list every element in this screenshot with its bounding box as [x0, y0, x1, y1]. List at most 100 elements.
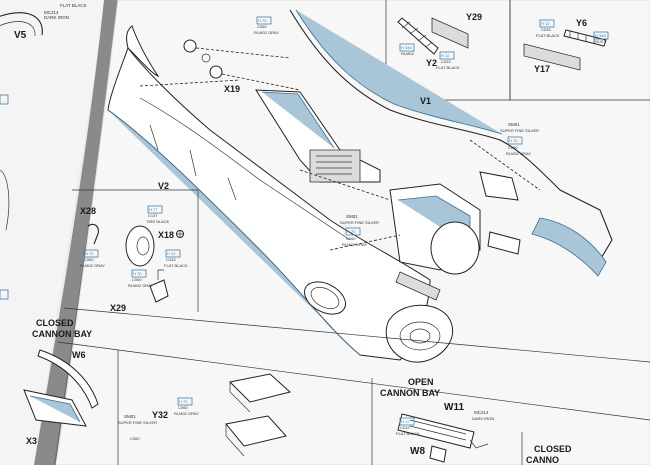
label-v1: V1 — [420, 96, 431, 106]
svg-text:X3: X3 — [26, 436, 37, 446]
svg-text:C060: C060 — [178, 405, 188, 410]
svg-text:C033: C033 — [166, 257, 176, 262]
svg-text:H 12: H 12 — [167, 251, 176, 256]
fuselage-assembly: V1 V2 X19 H 70 C060 RLM02 GRAY SM01 SUPE… — [107, 9, 613, 363]
svg-text:Y32: Y32 — [152, 410, 168, 420]
svg-text:RLM02 GRAY: RLM02 GRAY — [342, 242, 367, 247]
svg-text:CLOSED: CLOSED — [534, 444, 572, 454]
bottom-section: CLOSED CANNON BAY W6 X3 Y32 SM01 SUPER F… — [23, 307, 650, 465]
svg-text:FLAT BLACK: FLAT BLACK — [396, 431, 420, 436]
inset-wheel: X28 X18 X29 H 77 C137 TIRE BLACK H 70 C0… — [72, 189, 199, 313]
svg-text:SUPER FINE SILVER: SUPER FINE SILVER — [118, 420, 157, 425]
part-x18-wheel — [125, 225, 155, 267]
svg-text:Y6: Y6 — [576, 18, 587, 28]
svg-text:C060: C060 — [84, 257, 94, 262]
svg-text:H 70: H 70 — [258, 18, 267, 23]
part-y6 — [563, 29, 607, 47]
svg-text:CANNON BAY: CANNON BAY — [380, 388, 440, 398]
part-w8 — [429, 445, 447, 463]
svg-text:FLAT BLACK: FLAT BLACK — [536, 33, 560, 38]
svg-text:SUPER FINE SILVER: SUPER FINE SILVER — [340, 220, 379, 225]
svg-text:H 70: H 70 — [509, 138, 518, 143]
svg-text:C060: C060 — [508, 145, 518, 150]
gutter-shadow — [34, 0, 118, 465]
svg-text:Y29: Y29 — [466, 12, 482, 22]
part-y32b — [225, 415, 287, 447]
svg-text:C033: C033 — [441, 59, 451, 64]
svg-text:H 70: H 70 — [85, 251, 94, 256]
wing-root-opening — [303, 281, 347, 315]
svg-text:CANNON BAY: CANNON BAY — [32, 329, 92, 339]
svg-text:RUST: RUST — [595, 39, 606, 44]
svg-text:Y2: Y2 — [426, 58, 437, 68]
svg-text:C060: C060 — [346, 236, 356, 241]
svg-text:H 12: H 12 — [441, 53, 450, 58]
svg-text:DARK IRON: DARK IRON — [44, 15, 69, 20]
nose-cowling — [385, 304, 454, 363]
part-w11 — [397, 413, 475, 449]
left-ring-part — [0, 169, 10, 231]
svg-text:H 70: H 70 — [133, 271, 142, 276]
svg-text:C033: C033 — [400, 425, 410, 430]
svg-text:FLAT BLACK: FLAT BLACK — [60, 3, 87, 8]
svg-text:MC214: MC214 — [44, 10, 59, 15]
svg-text:C060: C060 — [257, 24, 267, 29]
part-w6 — [37, 349, 99, 409]
svg-text:H 70: H 70 — [179, 399, 188, 404]
part-x28 — [87, 223, 99, 245]
svg-text:DARK IRON: DARK IRON — [472, 416, 494, 421]
svg-text:W8: W8 — [410, 446, 425, 457]
left-part-label: V5 — [14, 30, 27, 41]
svg-text:RLM02 GRAY: RLM02 GRAY — [506, 151, 531, 156]
part-x19b — [209, 65, 223, 79]
inset-y29: Y29 Y2 H 346 RLM02 H 12 C033 FLAT BLACK — [385, 0, 511, 101]
svg-text:W11: W11 — [444, 402, 464, 413]
svg-text:X19: X19 — [224, 84, 240, 94]
svg-text:H 346: H 346 — [401, 45, 412, 50]
svg-text:RLM02 GRAY: RLM02 GRAY — [128, 283, 153, 288]
right-page — [55, 0, 650, 465]
svg-text:C060: C060 — [132, 277, 142, 282]
part-x29 — [149, 279, 169, 303]
part-x19a — [183, 39, 197, 53]
svg-text:FLAT BLACK: FLAT BLACK — [436, 65, 460, 70]
svg-text:H 346: H 346 — [595, 33, 606, 38]
svg-text:X28: X28 — [80, 206, 96, 216]
svg-text:RLM02: RLM02 — [401, 51, 415, 56]
svg-text:SM01: SM01 — [346, 214, 358, 219]
svg-text:FLAT BLACK: FLAT BLACK — [164, 263, 188, 268]
svg-text:H 12: H 12 — [541, 21, 550, 26]
svg-text:X18: X18 — [158, 230, 174, 240]
svg-text:RLM02 GRAY: RLM02 GRAY — [80, 263, 105, 268]
svg-text:CLOSED: CLOSED — [36, 318, 74, 328]
cowl-panel — [531, 217, 607, 277]
left-page: V5 MC214 DARK IRON FLAT BLACK — [0, 0, 110, 465]
svg-text:RLM02 GRAY: RLM02 GRAY — [254, 30, 279, 35]
dial-part — [0, 12, 43, 36]
part-y32a — [228, 373, 292, 403]
svg-text:C137: C137 — [148, 213, 158, 218]
svg-text:C033: C033 — [541, 27, 551, 32]
svg-text:C060: C060 — [130, 436, 140, 441]
part-y29 — [431, 17, 469, 49]
svg-text:SM01: SM01 — [124, 414, 136, 419]
inset-y6: Y6 Y17 H 12 C033 FLAT BLACK H 346 RUST — [509, 0, 650, 101]
gun-trough — [395, 271, 441, 301]
svg-text:H 77: H 77 — [149, 207, 158, 212]
svg-text:Y17: Y17 — [534, 64, 550, 74]
label-v2: V2 — [158, 181, 169, 191]
svg-text:H 12: H 12 — [401, 419, 410, 424]
svg-text:CANNO: CANNO — [526, 455, 559, 465]
svg-text:SUPER FINE SILVER: SUPER FINE SILVER — [500, 128, 539, 133]
svg-text:H 70: H 70 — [347, 229, 356, 234]
svg-text:OPEN: OPEN — [408, 377, 434, 387]
svg-text:W6: W6 — [72, 350, 86, 360]
svg-text:SM01: SM01 — [508, 122, 520, 127]
svg-text:MC214: MC214 — [474, 410, 489, 415]
svg-text:X29: X29 — [110, 303, 126, 313]
svg-text:TIRE BLACK: TIRE BLACK — [146, 219, 170, 224]
part-y17 — [523, 43, 581, 71]
svg-text:RLM02 GRAY: RLM02 GRAY — [174, 411, 199, 416]
